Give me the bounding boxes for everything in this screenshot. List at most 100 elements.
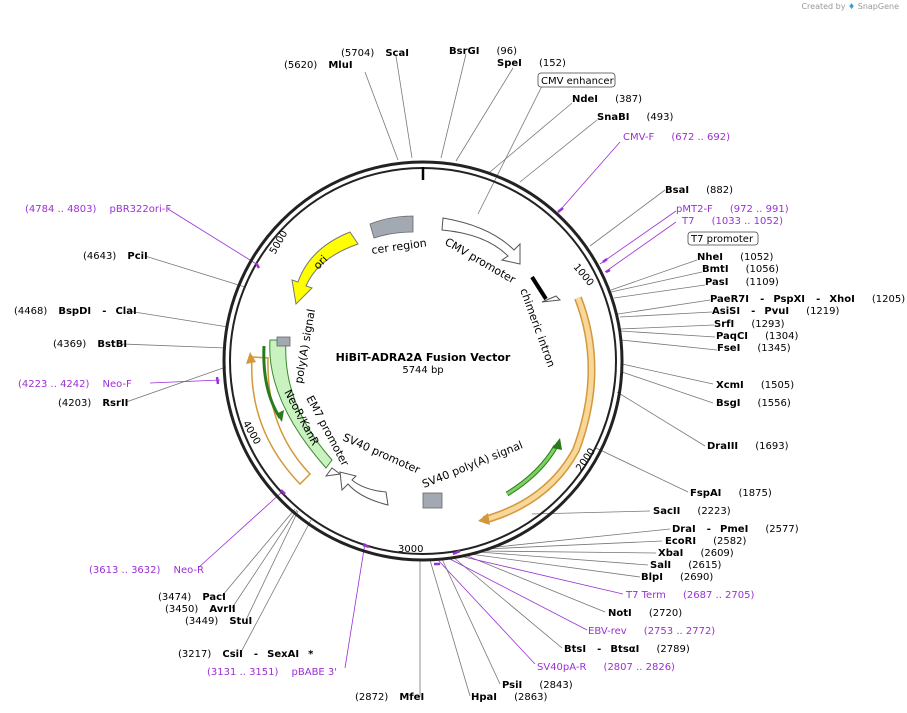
- t7-name: T7: [681, 216, 694, 227]
- bspdi-name: BspDI: [58, 306, 91, 317]
- feature-sv40-polya-box: [422, 492, 443, 509]
- t7term-name: T7 Term: [625, 590, 666, 601]
- cmvf-name: CMV-F: [623, 132, 654, 143]
- bmti-pos: (1056): [746, 264, 779, 275]
- site-xbai: XbaI (2609): [658, 541, 734, 560]
- fspai-pos: (1875): [739, 488, 772, 499]
- site-srfi: SrfI (1293): [714, 312, 785, 331]
- pbabe3-name: pBABE 3': [292, 667, 338, 678]
- sacii-name: SacII: [653, 506, 680, 517]
- rsrii-name: RsrII: [102, 398, 128, 409]
- pasi-name: PasI: [705, 277, 728, 288]
- cmv-enhancer-box: CMV enhancer: [537, 72, 616, 88]
- site-bspdi: (4468) BspDI - ClaI: [14, 299, 137, 318]
- site-avrii: (3450) AvrII: [165, 597, 236, 616]
- snabi-pos: (493): [647, 112, 674, 123]
- pbr322-name: pBR322ori-F: [110, 204, 172, 215]
- sali-name: SalI: [650, 560, 671, 571]
- xcmi-pos: (1505): [761, 380, 794, 391]
- site-csii: (3217) CsiI - SexAI *: [178, 642, 314, 661]
- site-fsei: FseI (1345): [717, 336, 791, 355]
- site-pacl: (3474) PacI: [158, 585, 226, 604]
- site-bmti: BmtI (1056): [702, 257, 779, 276]
- sv40par-range: (2807 .. 2826): [604, 662, 676, 673]
- csii-sep: -: [254, 649, 258, 660]
- bsai-pos: (882): [706, 185, 733, 196]
- sacii-pos: (2223): [697, 506, 730, 517]
- site-pasi: PasI (1109): [705, 270, 779, 289]
- nhei-name: NheI: [697, 252, 723, 263]
- pbr322-range: (4784 .. 4803): [25, 204, 97, 215]
- fspai-name: FspAI: [690, 488, 721, 499]
- site-asisi: AsiSI - PvuI (1219): [712, 299, 840, 318]
- btsai-name: BtsαI: [610, 644, 639, 655]
- primer-ebvrev: EBV-rev (2753 .. 2772): [588, 619, 715, 638]
- primer-pmt2f: pMT2-F (972 .. 991): [676, 197, 789, 216]
- drai-sep: -: [707, 524, 711, 535]
- site-bsai: BsaI (882): [665, 178, 733, 197]
- site-pcii: (4643) PciI: [83, 244, 148, 263]
- site-bsgi: BsgI (1556): [716, 391, 791, 410]
- srfi-pos: (1293): [751, 319, 784, 330]
- noti-pos: (2720): [649, 608, 682, 619]
- sv40-promoter-label: SV40 promoter: [341, 431, 423, 477]
- tick-3000: 3000: [398, 544, 423, 555]
- btsi-name: BtsI: [564, 644, 586, 655]
- btsi-sep: -: [597, 644, 601, 655]
- feature-polya-box: [276, 336, 291, 347]
- neof-name: Neo-F: [103, 379, 133, 390]
- bsrgi-pos: (96): [497, 46, 518, 57]
- bsai-name: BsaI: [665, 185, 689, 196]
- site-draiii: DraIII (1693): [707, 434, 789, 453]
- ndei-pos: (387): [615, 94, 642, 105]
- bsgi-name: BsgI: [716, 398, 740, 409]
- site-paqci: PaqCI (1304): [716, 324, 798, 343]
- site-sali: SalI (2615): [650, 553, 722, 572]
- sali-pos: (2615): [688, 560, 721, 571]
- fsei-pos: (1345): [757, 343, 790, 354]
- neof-range: (4223 .. 4242): [18, 379, 90, 390]
- site-rsrii: (4203) RsrII: [58, 391, 128, 410]
- ebvrev-range: (2753 .. 2772): [644, 626, 716, 637]
- ndei-name: NdeI: [572, 94, 598, 105]
- snapgene-logo-icon: ♦: [848, 2, 856, 11]
- pspxi-name: PspXI: [773, 294, 805, 305]
- csii-name: CsiI: [222, 649, 242, 660]
- mfei-name: MfeI: [399, 692, 424, 703]
- asisi-sep: -: [751, 306, 755, 317]
- bmti-name: BmtI: [702, 264, 729, 275]
- credit-brand: SnapGene: [857, 2, 899, 11]
- bspdi-pos: (4468): [14, 306, 47, 317]
- drai-pos: (2577): [765, 524, 798, 535]
- site-mfei: (2872) MfeI: [355, 685, 424, 704]
- mlui-pos: (5620): [284, 60, 317, 71]
- sexai-star: *: [308, 649, 314, 660]
- fsei-name: FseI: [717, 343, 740, 354]
- site-snabi: SnaBI (493): [597, 105, 674, 124]
- mlui-name: MluI: [328, 60, 352, 71]
- noti-name: NotI: [608, 608, 632, 619]
- csii-pos: (3217): [178, 649, 211, 660]
- bsrgi-name: BsrGI: [449, 46, 479, 57]
- site-mlui: (5620) MluI: [284, 53, 353, 72]
- primer-sv40par: SV40pA-R (2807 .. 2826): [537, 655, 675, 674]
- map-length: 5744 bp: [402, 365, 443, 376]
- site-fspai: FspAI (1875): [690, 481, 772, 500]
- site-bstbi: (4369) BstBI: [53, 332, 127, 351]
- paqci-name: PaqCI: [716, 331, 748, 342]
- sv40par-name: SV40pA-R: [537, 662, 586, 673]
- primer-t7: T7 (1033 .. 1052): [681, 209, 783, 228]
- bstbi-name: BstBI: [97, 339, 127, 350]
- paer7i-sep2: -: [816, 294, 820, 305]
- site-blpi: BlpI (2690): [641, 565, 713, 584]
- psii-name: PsiI: [502, 680, 522, 691]
- site-nhei: NheI (1052): [697, 245, 773, 264]
- spei-name: SpeI: [497, 58, 522, 69]
- scai-pos: (5704): [341, 48, 374, 59]
- scai-name: ScaI: [385, 48, 409, 59]
- hpai-name: HpaI: [471, 692, 497, 703]
- site-btsi: BtsI - BtsαI (2789): [564, 637, 690, 656]
- site-xcmi: XcmI (1505): [716, 373, 794, 392]
- xbai-name: XbaI: [658, 548, 683, 559]
